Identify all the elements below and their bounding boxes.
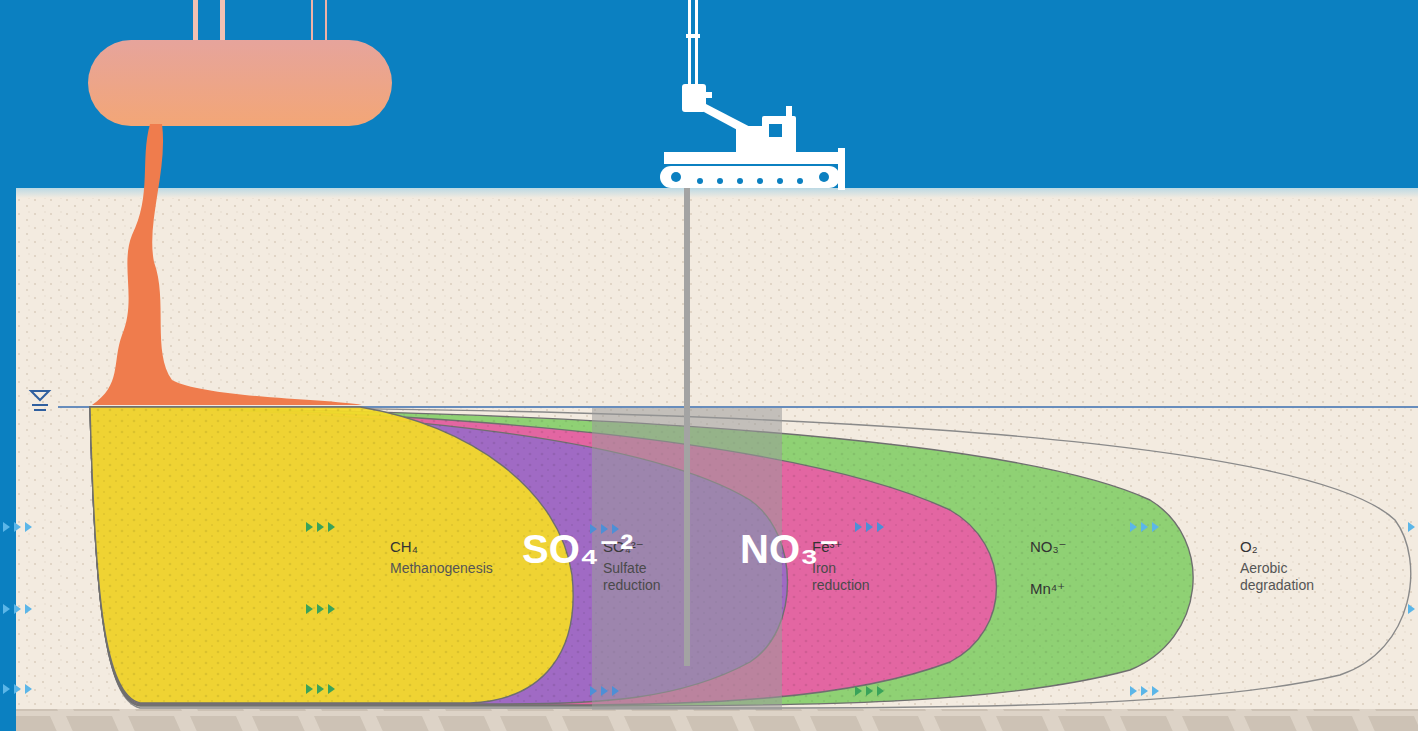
zone-process: Mn⁴⁺ [1030, 580, 1065, 598]
flow-arrow [306, 522, 313, 532]
zone-process: Methanogenesis [390, 560, 493, 577]
flow-arrow [328, 604, 335, 614]
zone-texture [90, 407, 997, 705]
flow-arrow [590, 686, 597, 696]
flow-arrow [601, 686, 608, 696]
flow-arrow [306, 604, 313, 614]
zone-species: CH₄ [390, 538, 418, 556]
zone-process: Aerobic degradation [1240, 560, 1335, 594]
flow-arrow [25, 522, 32, 532]
flow-arrow [3, 684, 10, 694]
flow-arrows [3, 522, 1415, 696]
storage-tank [88, 40, 392, 126]
ground-texture [16, 188, 1418, 731]
flow-arrow [1408, 522, 1415, 532]
flow-arrow [1408, 604, 1415, 614]
flow-arrow [3, 604, 10, 614]
flow-arrow [1152, 686, 1159, 696]
flow-arrow [877, 686, 884, 696]
flow-arrow [855, 522, 862, 532]
flow-arrow [328, 684, 335, 694]
ground [16, 188, 1418, 731]
zone-outline [88, 405, 588, 711]
flow-arrow [317, 522, 324, 532]
flow-arrow [1130, 522, 1137, 532]
flow-arrow [328, 522, 335, 532]
tank-pipes [193, 0, 327, 42]
drill-rig [660, 0, 845, 190]
flow-arrow [855, 686, 862, 696]
flow-arrow [317, 684, 324, 694]
flow-arrow [612, 686, 619, 696]
flow-arrow [14, 522, 21, 532]
flow-arrow [25, 604, 32, 614]
flow-arrow [14, 604, 21, 614]
fuel-leak [92, 124, 362, 405]
ion-label: NO₃⁻ [740, 527, 840, 571]
zone-shape [90, 407, 997, 705]
redox-zone: CH₄ Methanogenesis [88, 405, 588, 711]
flow-arrow [866, 686, 873, 696]
ground-surface [16, 188, 1418, 198]
flow-arrow [306, 684, 313, 694]
bedrock [16, 709, 1418, 731]
zone-shape [90, 407, 573, 703]
flow-arrow [3, 522, 10, 532]
flow-arrow [14, 684, 21, 694]
flow-arrow [1130, 686, 1137, 696]
zone-texture [90, 407, 573, 703]
drill-rod [684, 188, 690, 666]
flow-arrow [1152, 522, 1159, 532]
flow-arrow [317, 604, 324, 614]
flow-arrow [877, 522, 884, 532]
water-table-symbol [31, 391, 49, 410]
flow-arrow [866, 522, 873, 532]
flow-arrow [1141, 522, 1148, 532]
ion-label: SO₄⁻² [522, 527, 633, 571]
zone-species: O₂ [1240, 538, 1258, 556]
flow-arrow [1141, 686, 1148, 696]
zone-species: NO₃⁻ [1030, 538, 1067, 556]
flow-arrow [25, 684, 32, 694]
bedrock-texture [16, 709, 1418, 731]
